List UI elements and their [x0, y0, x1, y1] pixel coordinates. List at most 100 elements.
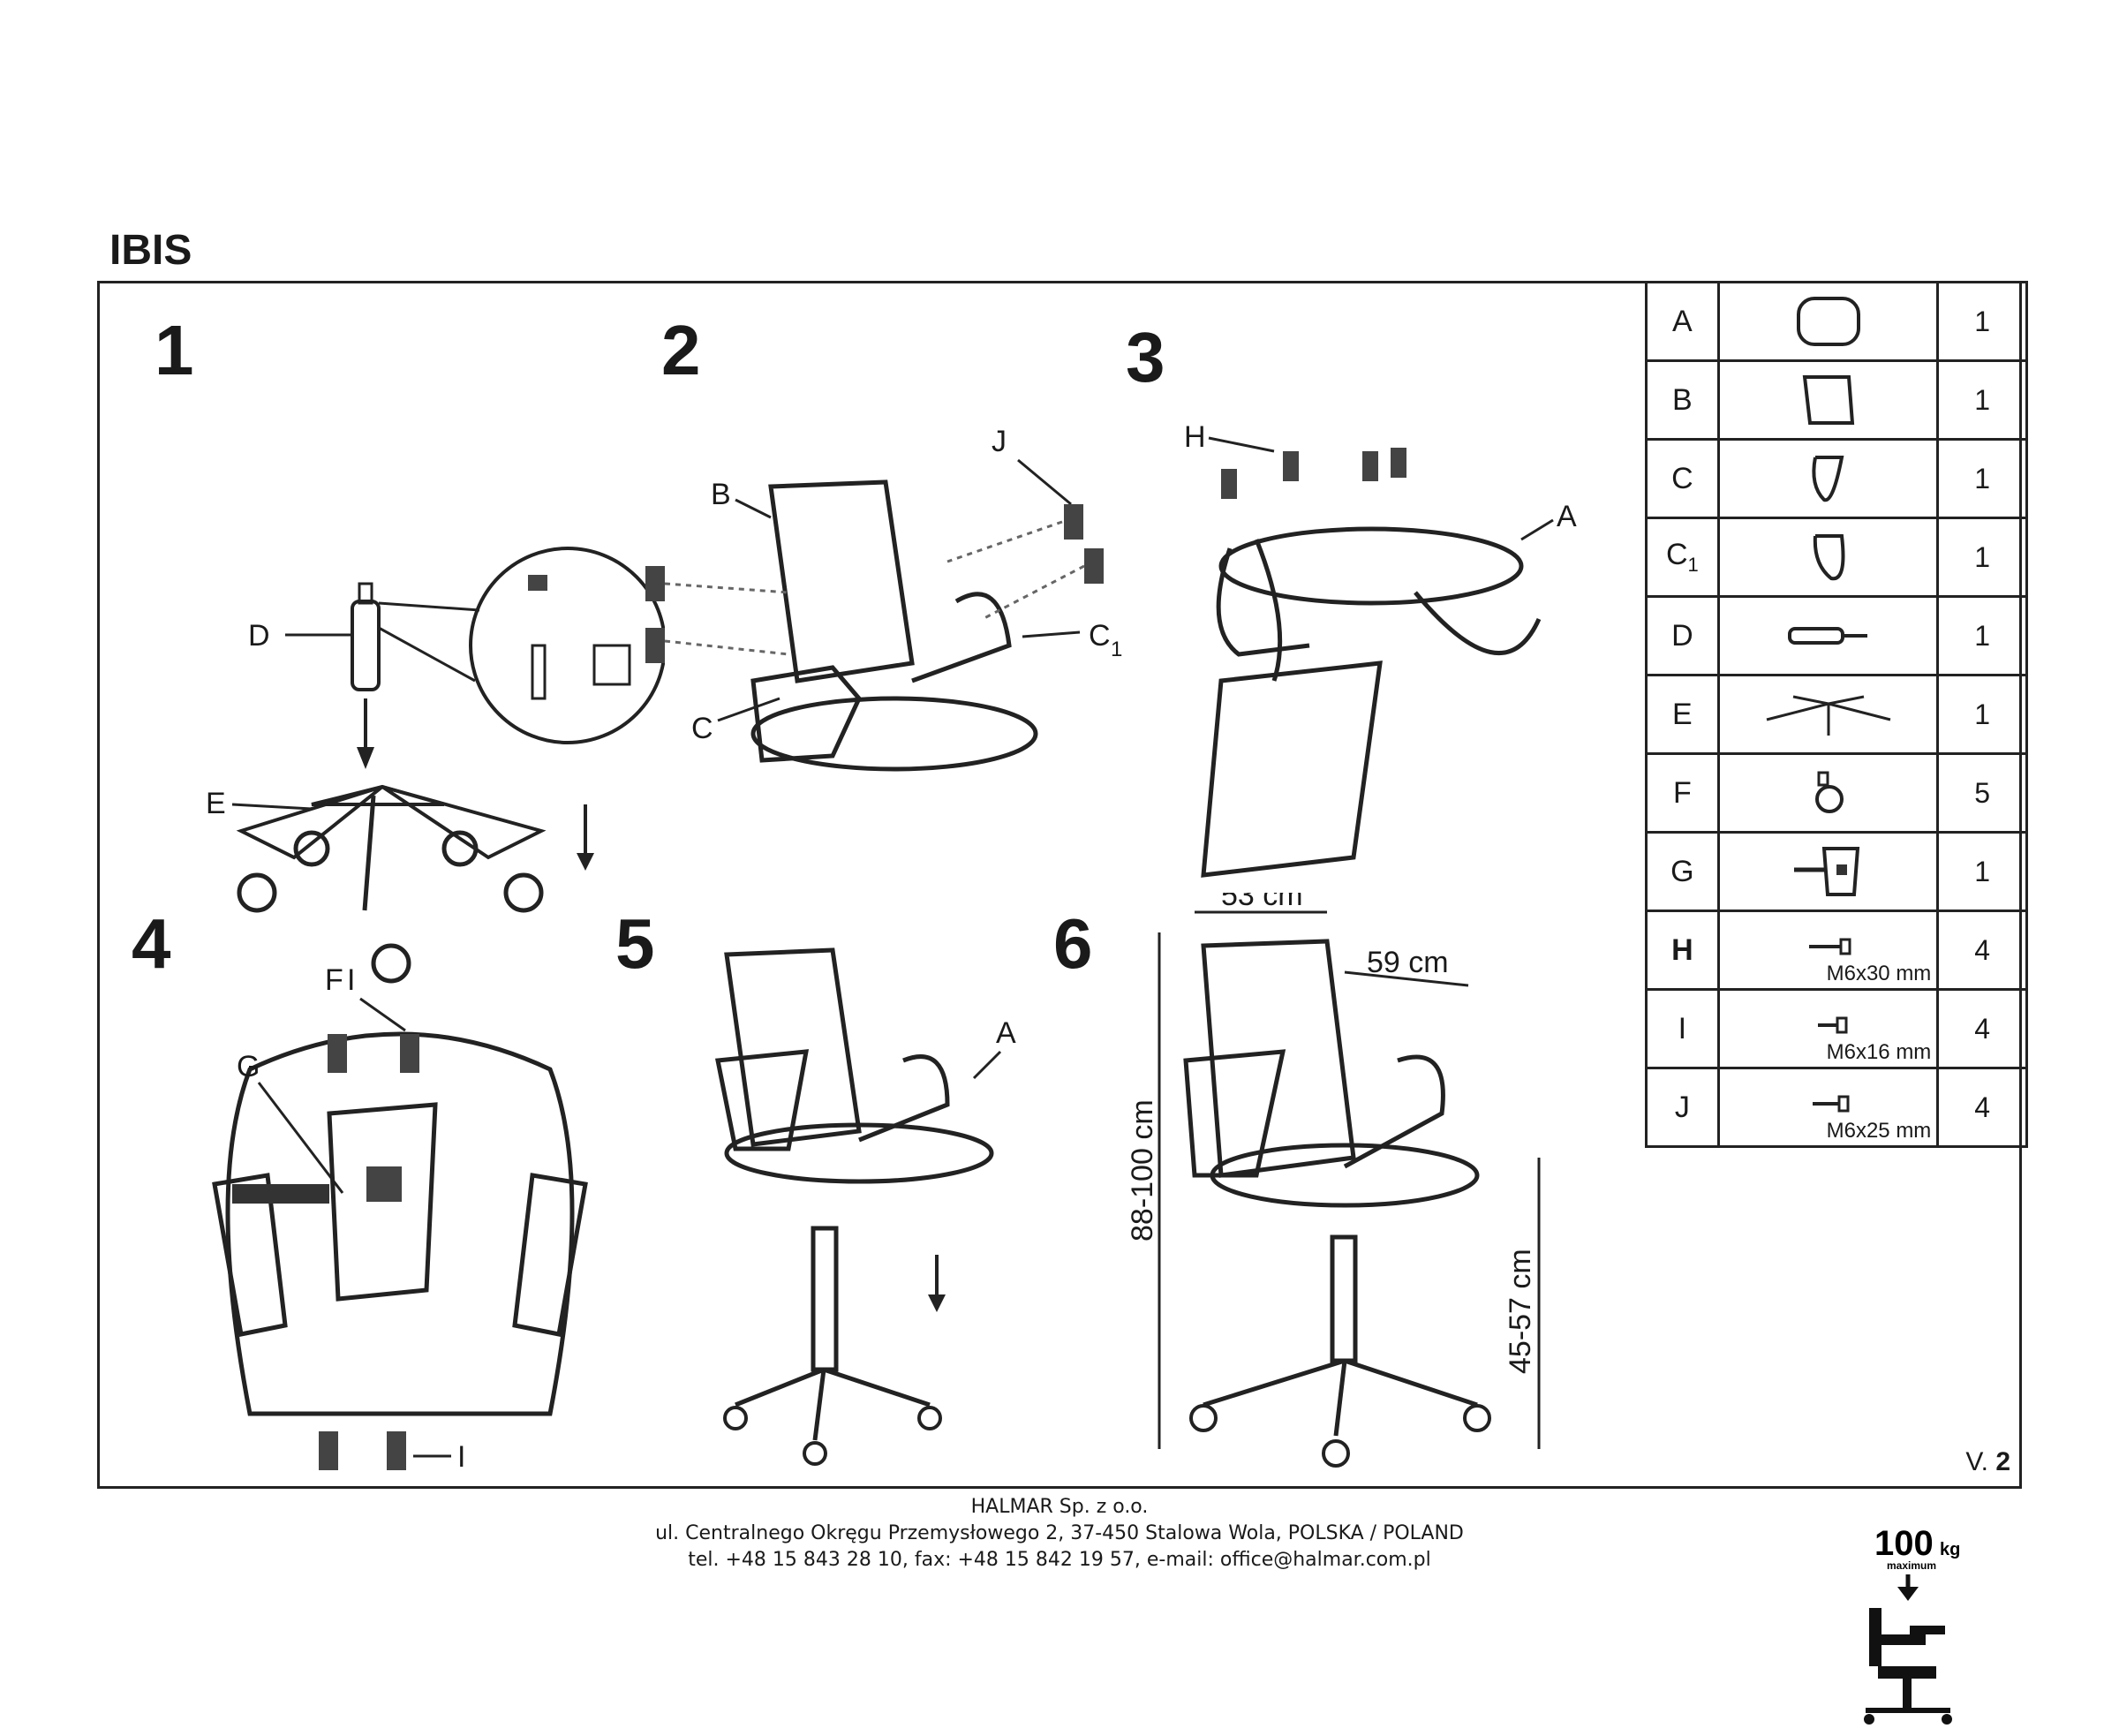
step-3-number: 3: [1126, 318, 1165, 396]
version-number: 2: [1995, 1447, 2010, 1476]
step-1-illustration: D E: [206, 547, 665, 997]
part-qty: 1: [1936, 674, 2028, 755]
part-qty: 4: [1936, 988, 2028, 1069]
footer-address: ul. Centralnego Okręgu Przemysłowego 2, …: [655, 1522, 1464, 1544]
weight-capacity-badge: 100 kg maximum: [1830, 1520, 1989, 1732]
capacity-caption: maximum: [1887, 1559, 1936, 1572]
label-h: H: [1184, 420, 1206, 454]
mechanism-shape: [327, 1102, 438, 1302]
step-3-illustration: H A: [1184, 420, 1577, 878]
footer-contact: tel. +48 15 843 28 10, fax: +48 15 842 1…: [688, 1549, 1431, 1571]
parts-row-d: D 1: [1645, 595, 2028, 676]
screw-icon: M6x16 mm: [1716, 988, 1940, 1069]
part-qty: 1: [1936, 517, 2028, 598]
backrest-shape: [1201, 939, 1356, 1178]
parts-row-h: H M6x30 mm 4: [1645, 910, 2028, 991]
label-f: F: [325, 963, 343, 997]
part-qty: 1: [1936, 831, 2028, 912]
parts-row-f: F 5: [1645, 752, 2028, 834]
part-letter: I: [1645, 988, 1720, 1069]
label-c1: C: [1089, 619, 1111, 653]
footer-company: HALMAR Sp. z o.o.: [970, 1496, 1149, 1518]
step-6-drawing: 53 cm 59 cm 88-100 cm 45-57 cm: [1124, 893, 1636, 1476]
part-spec: M6x16 mm: [1826, 1040, 1932, 1064]
step-1-drawing: D E: [153, 416, 665, 1122]
dimension-seat-height: 45-57 cm: [1504, 1249, 1537, 1374]
part-letter: F: [1645, 752, 1720, 834]
dimension-depth: 59 cm: [1367, 946, 1449, 979]
dimension-width: 53 cm: [1221, 893, 1303, 912]
parts-table: A 1 B 1 C 1 C1 1 D 1 E 1 F: [1645, 281, 2028, 1148]
parts-row-j: J M6x25 mm 4: [1645, 1067, 2028, 1148]
step-5-drawing: A: [682, 928, 1142, 1476]
backrest-shape: [724, 947, 862, 1147]
part-qty: 5: [1936, 752, 2028, 834]
part-letter: C: [1645, 438, 1720, 519]
part-letter: C1: [1645, 517, 1720, 598]
label-j: J: [992, 425, 1007, 458]
assembly-steps: 1 D E: [100, 283, 1645, 1486]
step-5-number: 5: [615, 904, 655, 983]
gas-lift-icon: [1716, 595, 1940, 676]
gas-lift-shape: [351, 600, 381, 691]
armrest-icon: [1716, 517, 1940, 598]
part-spec: M6x25 mm: [1826, 1119, 1932, 1143]
label-g: G: [237, 1050, 260, 1083]
part-letter: H: [1645, 910, 1720, 991]
part-qty: 4: [1936, 910, 2028, 991]
part-letter: E: [1645, 674, 1720, 755]
parts-row-e: E 1: [1645, 674, 2028, 755]
screw-icon: M6x25 mm: [1716, 1067, 1940, 1148]
step-5-illustration: A: [715, 947, 1016, 1466]
backrest-icon: [1716, 359, 1940, 441]
label-a: A: [1557, 500, 1577, 533]
version-label: V. 2: [1965, 1447, 2010, 1477]
step-2-illustration: B J C C 1: [645, 425, 1122, 772]
instruction-frame: 1 D E: [97, 281, 2028, 1725]
step-6-illustration: 53 cm 59 cm 88-100 cm 45-57 cm: [1126, 893, 1541, 1468]
seat-shape: [750, 696, 1038, 772]
part-qty: 1: [1936, 281, 2028, 362]
dimension-height: 88-100 cm: [1126, 1099, 1159, 1242]
screw-icon: M6x30 mm: [1716, 910, 1940, 991]
seat-icon: [1716, 281, 1940, 362]
part-letter-main: C: [1665, 538, 1688, 572]
base-leg: [236, 785, 384, 860]
chair-capacity-icon: 100 kg maximum: [1864, 1524, 1960, 1725]
parts-row-c1: C1 1: [1645, 517, 2028, 598]
step-4-number: 4: [132, 904, 171, 983]
step-2-number: 2: [661, 311, 701, 389]
backrest-shape: [1201, 660, 1383, 878]
caster-icon: [1716, 752, 1940, 834]
part-qty: 1: [1936, 595, 2028, 676]
label-i-bottom: I: [457, 1440, 465, 1474]
parts-row-c: C 1: [1645, 438, 2028, 519]
product-title: IBIS: [109, 227, 192, 274]
parts-row-g: G 1: [1645, 831, 2028, 912]
seat-shape: [724, 1122, 994, 1184]
step-4-drawing: I G I: [135, 919, 665, 1484]
step-6-number: 6: [1053, 904, 1093, 983]
step-4-illustration: I G I: [212, 963, 588, 1474]
label-c: C: [691, 712, 713, 745]
step-2-drawing: B J C C 1: [630, 416, 1195, 910]
part-letter: J: [1645, 1067, 1720, 1148]
part-letter-sub: 1: [1687, 553, 1699, 576]
capacity-unit: kg: [1940, 1540, 1960, 1559]
seat-shape: [1210, 1143, 1480, 1208]
part-letter: A: [1645, 281, 1720, 362]
backrest-shape: [768, 479, 915, 683]
parts-row-i: I M6x16 mm 4: [1645, 988, 2028, 1069]
label-i-top: I: [347, 963, 355, 997]
part-letter: D: [1645, 595, 1720, 676]
part-letter: B: [1645, 359, 1720, 441]
part-spec: M6x30 mm: [1826, 962, 1932, 985]
star-base-icon: [1716, 674, 1940, 755]
label-e: E: [206, 787, 226, 820]
part-qty: 1: [1936, 438, 2028, 519]
step-1-number: 1: [155, 311, 194, 389]
part-qty: 4: [1936, 1067, 2028, 1148]
part-letter: G: [1645, 831, 1720, 912]
seat-shape: [1218, 526, 1524, 606]
part-qty: 1: [1936, 359, 2028, 441]
